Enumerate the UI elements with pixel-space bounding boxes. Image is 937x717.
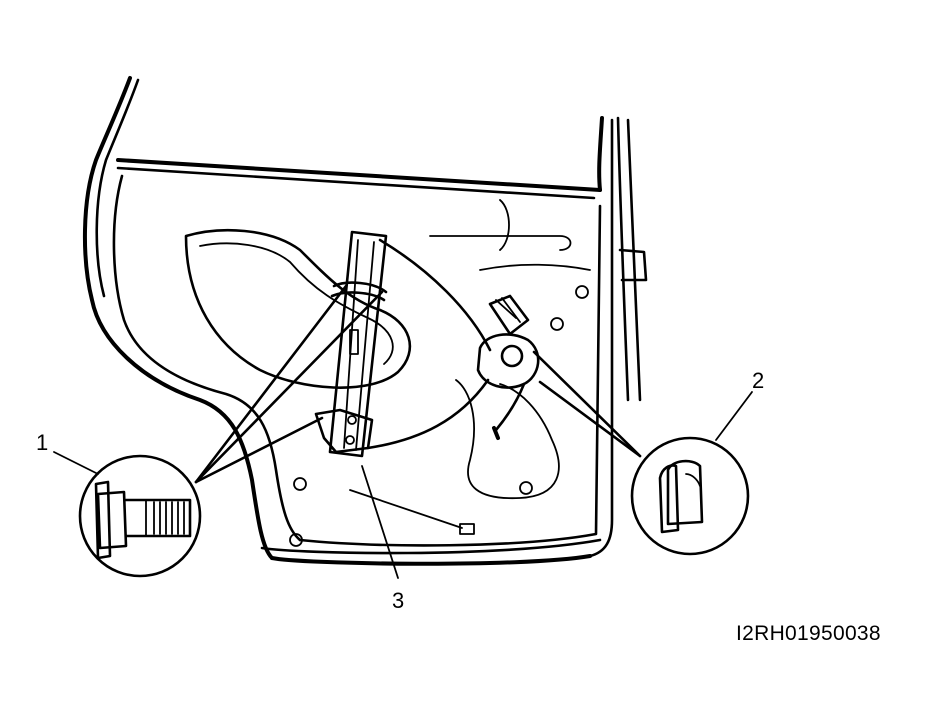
flange-bolt-icon [94, 480, 192, 560]
figure-reference-code: I2RH01950038 [736, 622, 881, 645]
leader-lines [53, 284, 753, 579]
inner-panel-recess [184, 228, 591, 500]
callout-3: 3 [392, 588, 405, 613]
nut-detail [630, 436, 750, 556]
door-body [82, 76, 648, 566]
flange-nut-icon [658, 459, 704, 534]
callout-2: 2 [752, 368, 765, 393]
bolt-detail [78, 454, 202, 578]
regulator-cable [366, 238, 492, 450]
mounting-holes [289, 285, 589, 547]
regulator-rail [314, 230, 388, 458]
window-motor [476, 294, 540, 440]
callout-1: 1 [36, 430, 49, 455]
